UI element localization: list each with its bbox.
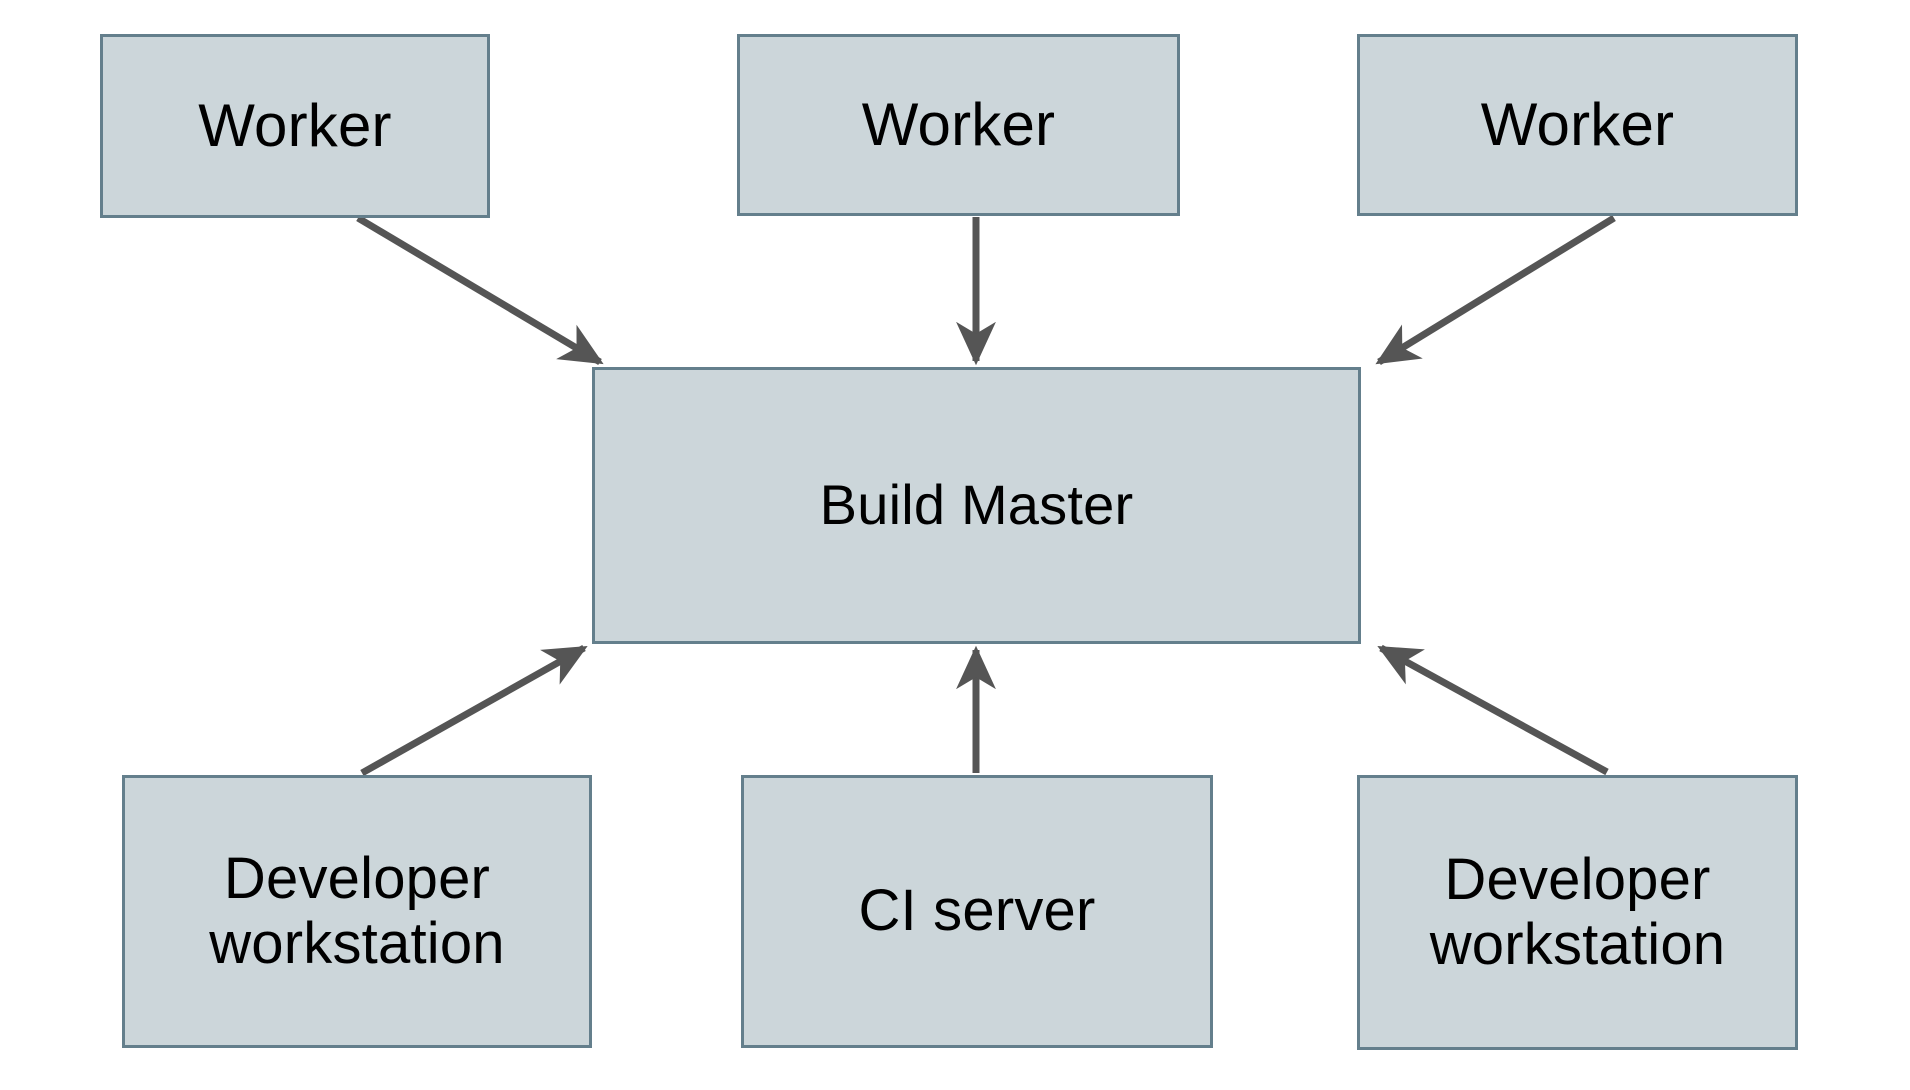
edge-dev-left-to-build-master xyxy=(360,644,588,777)
edge-dev-right-to-build-master xyxy=(1377,644,1609,776)
edge-worker-left-to-build-master xyxy=(356,214,604,366)
node-worker-mid-label: Worker xyxy=(861,91,1056,159)
node-build-master[interactable]: Build Master xyxy=(592,367,1361,644)
node-developer-workstation-right[interactable]: Developer workstation xyxy=(1357,775,1798,1050)
node-worker-left[interactable]: Worker xyxy=(100,34,490,218)
edge-worker-right-to-build-master xyxy=(1375,215,1616,365)
node-ci-server-label: CI server xyxy=(858,878,1096,944)
node-worker-left-label: Worker xyxy=(198,92,392,160)
node-ci-server[interactable]: CI server xyxy=(741,775,1213,1048)
node-build-master-label: Build Master xyxy=(819,473,1134,537)
node-worker-right-label: Worker xyxy=(1480,91,1675,159)
node-developer-workstation-left[interactable]: Developer workstation xyxy=(122,775,592,1048)
node-developer-workstation-left-label: Developer workstation xyxy=(209,845,505,976)
node-worker-right[interactable]: Worker xyxy=(1357,34,1798,216)
node-developer-workstation-right-label: Developer workstation xyxy=(1429,846,1726,977)
node-worker-mid[interactable]: Worker xyxy=(737,34,1180,216)
